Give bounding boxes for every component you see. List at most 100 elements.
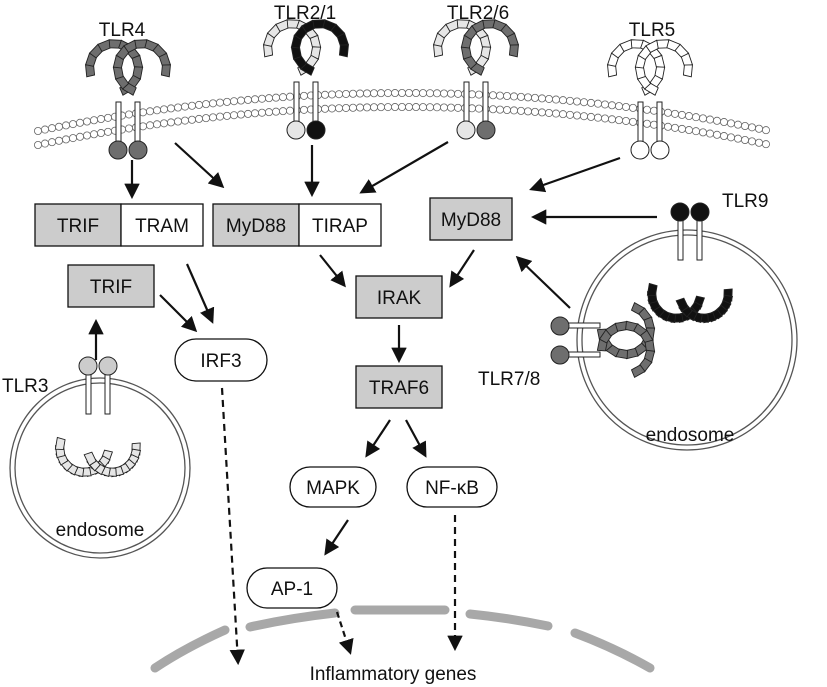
lipid-head bbox=[678, 124, 687, 133]
lipid-head bbox=[264, 108, 273, 117]
arrow-tlr7-8-to-myd88 bbox=[515, 255, 571, 309]
lipid-head bbox=[208, 113, 217, 122]
lipid-head bbox=[432, 89, 441, 98]
lipid-head bbox=[559, 110, 568, 119]
lipid-head bbox=[327, 90, 336, 99]
lipid-head bbox=[48, 138, 57, 147]
lipid-head bbox=[76, 132, 85, 141]
lipid-head bbox=[762, 140, 771, 149]
lipid-head bbox=[474, 90, 483, 99]
lipid-head bbox=[587, 112, 596, 121]
lipid-head bbox=[488, 105, 497, 114]
irak-box: IRAK bbox=[355, 275, 443, 319]
tm-stalk bbox=[115, 101, 122, 143]
lipid-head bbox=[664, 108, 673, 117]
tlr9-label: TLR9 bbox=[722, 191, 768, 212]
lipid-head bbox=[55, 136, 64, 145]
lipid-head bbox=[355, 89, 364, 98]
lipid-head bbox=[734, 134, 743, 143]
lipid-head bbox=[643, 119, 652, 128]
lipid-head bbox=[285, 106, 294, 115]
lipid-head bbox=[390, 103, 399, 112]
myd88-endosomal-label: MyD88 bbox=[441, 210, 501, 231]
lipid-head bbox=[643, 105, 652, 114]
lipid-head bbox=[152, 120, 161, 129]
lipid-head bbox=[664, 122, 673, 131]
lipid-head bbox=[34, 127, 43, 136]
lrr-segment bbox=[160, 64, 171, 78]
tlr5-label: TLR5 bbox=[629, 20, 675, 41]
lipid-head bbox=[299, 105, 308, 114]
lipid-head bbox=[320, 104, 329, 113]
lipid-head bbox=[97, 115, 106, 124]
tm-stalk bbox=[656, 101, 663, 143]
lipid-head bbox=[474, 104, 483, 113]
lipid-head bbox=[601, 100, 610, 109]
tlr9-receptor bbox=[646, 202, 734, 324]
endosome-left-label: endosome bbox=[56, 520, 145, 541]
lipid-head bbox=[69, 134, 78, 143]
myd88-endosomal-box: MyD88 bbox=[429, 197, 513, 241]
lipid-head bbox=[671, 109, 680, 118]
lipid-head bbox=[271, 107, 280, 116]
lipid-head bbox=[397, 103, 406, 112]
lipid-head bbox=[425, 103, 434, 112]
lipid-head bbox=[453, 89, 462, 98]
lipid-head bbox=[671, 123, 680, 132]
lipid-head bbox=[509, 92, 518, 101]
lipid-head bbox=[608, 115, 617, 124]
lipid-head bbox=[215, 98, 224, 107]
lipid-head bbox=[152, 106, 161, 115]
lipid-head bbox=[734, 120, 743, 129]
lipid-head bbox=[201, 114, 210, 123]
nuclear-envelope bbox=[150, 605, 655, 673]
lipid-head bbox=[187, 101, 196, 110]
lipid-head bbox=[201, 100, 210, 109]
lipid-head bbox=[285, 92, 294, 101]
lipid-head bbox=[271, 93, 280, 102]
lipid-head bbox=[55, 122, 64, 131]
lipid-head bbox=[90, 116, 99, 125]
lipid-head bbox=[720, 118, 729, 127]
tm-stalk bbox=[104, 373, 111, 415]
lipid-head bbox=[446, 103, 455, 112]
lipid-head bbox=[594, 99, 603, 108]
plasma-membrane bbox=[34, 89, 771, 149]
lipid-head bbox=[453, 103, 462, 112]
lipid-head bbox=[439, 89, 448, 98]
lipid-head bbox=[580, 98, 589, 107]
lipid-head bbox=[383, 103, 392, 112]
lipid-head bbox=[418, 89, 427, 98]
lipid-head bbox=[594, 113, 603, 122]
lipid-head bbox=[411, 89, 420, 98]
lipid-head bbox=[376, 89, 385, 98]
lipid-head bbox=[706, 115, 715, 124]
tlr5-receptor bbox=[606, 39, 694, 160]
lipid-head bbox=[145, 121, 154, 130]
lipid-head bbox=[692, 127, 701, 136]
lipid-head bbox=[348, 89, 357, 98]
lipid-head bbox=[509, 106, 518, 115]
lipid-head bbox=[552, 95, 561, 104]
lipid-head bbox=[299, 91, 308, 100]
arrow-irf3-to-genes bbox=[220, 387, 245, 666]
lipid-head bbox=[495, 105, 504, 114]
lipid-head bbox=[524, 107, 533, 116]
arrow-traf6-to-nfkb bbox=[405, 419, 427, 458]
lipid-head bbox=[236, 110, 245, 119]
mapk-label: MAPK bbox=[306, 478, 360, 499]
lipid-head bbox=[538, 94, 547, 103]
lipid-head bbox=[559, 96, 568, 105]
tm-stalk bbox=[134, 101, 141, 143]
lipid-head bbox=[488, 91, 497, 100]
arrow-traf6-to-mapk bbox=[365, 419, 391, 458]
tir-domain bbox=[630, 140, 650, 160]
lipid-head bbox=[48, 124, 57, 133]
lipid-head bbox=[629, 103, 638, 112]
endosome-left: endosome bbox=[9, 377, 191, 559]
lipid-head bbox=[573, 97, 582, 106]
lipid-head bbox=[243, 95, 252, 104]
lipid-head bbox=[629, 117, 638, 126]
lipid-head bbox=[713, 130, 722, 139]
ap1-node: AP-1 bbox=[246, 567, 338, 609]
